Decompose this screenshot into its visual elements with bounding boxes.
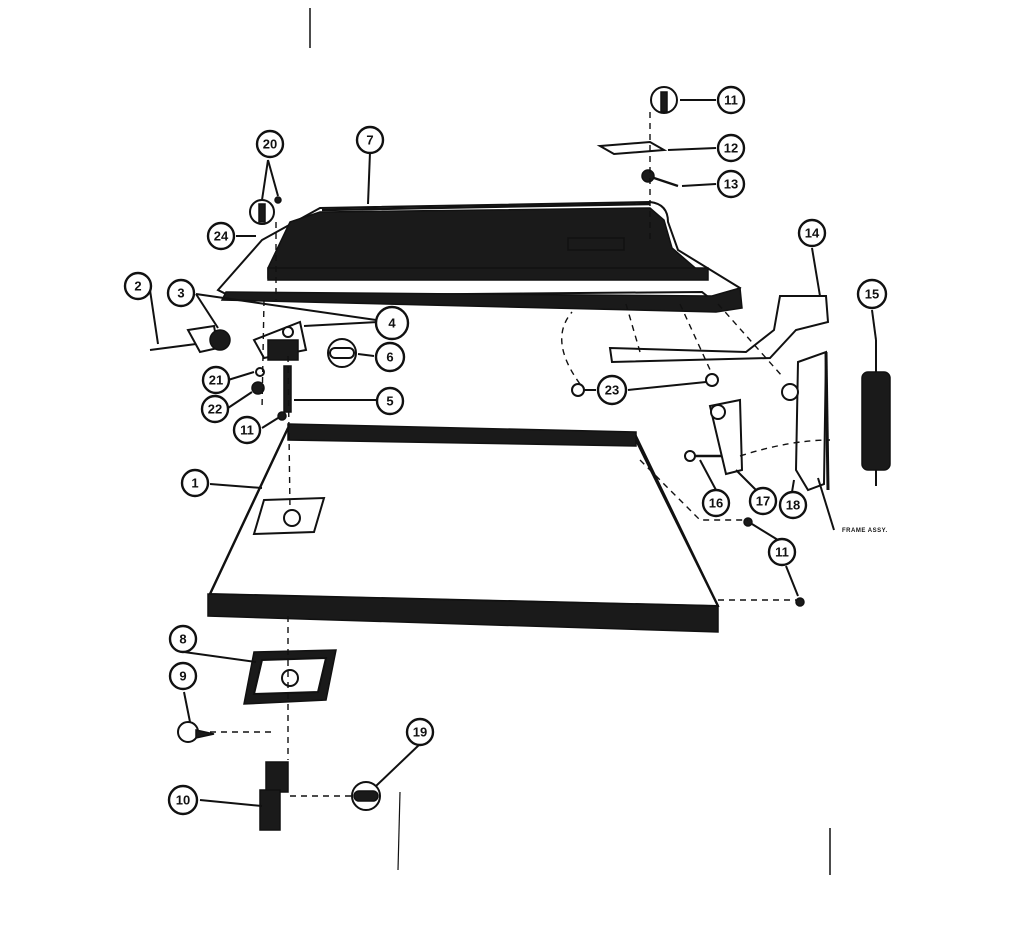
callout-16: 16	[701, 488, 731, 518]
callout-14: 14	[797, 218, 827, 248]
callout-13-label: 13	[724, 177, 738, 192]
plate-12	[596, 140, 668, 156]
screw-11-left	[277, 411, 287, 421]
callout-9-label: 9	[179, 669, 186, 684]
callout-19-label: 19	[413, 725, 427, 740]
callout-7-label: 7	[366, 133, 373, 148]
callout-22-label: 22	[208, 402, 222, 417]
callout-8: 8	[168, 624, 198, 654]
callout-8-label: 8	[179, 632, 186, 647]
callout-17: 17	[748, 486, 778, 516]
washer-21	[255, 367, 265, 377]
callout-16-label: 16	[709, 496, 723, 511]
callout-20-label: 20	[263, 137, 277, 152]
callout-18-label: 18	[786, 498, 800, 513]
screw-11-top	[650, 86, 678, 114]
screw-11-right-b	[795, 597, 805, 607]
callout-22: 22	[200, 394, 230, 424]
callout-11-right: 11	[767, 537, 797, 567]
callout-1: 1	[180, 468, 210, 498]
callout-21-label: 21	[209, 373, 223, 388]
callout-3-label: 3	[177, 286, 184, 301]
bolt-16	[684, 450, 726, 462]
callout-3: 3	[166, 278, 196, 308]
frame-assy-label: FRAME ASSY.	[842, 528, 888, 534]
callout-15: 15	[856, 278, 888, 310]
callout-19: 19	[405, 717, 435, 747]
callout-5: 5	[375, 386, 405, 416]
frame-part	[207, 423, 720, 633]
callout-11-top: 11	[716, 85, 746, 115]
callout-13: 13	[716, 169, 746, 199]
callout-5-label: 5	[386, 394, 393, 409]
tray-8	[243, 649, 337, 705]
callout-12: 12	[716, 133, 746, 163]
clip-13	[641, 169, 679, 188]
nut-22	[251, 381, 265, 395]
callout-15-label: 15	[865, 287, 879, 302]
screw-20	[249, 196, 282, 225]
link-part	[327, 338, 357, 368]
callout-24-label: 24	[214, 229, 229, 244]
callout-14-label: 14	[805, 226, 820, 241]
callout-10-label: 10	[176, 793, 190, 808]
screw-23b	[705, 373, 719, 387]
callout-23: 23	[596, 374, 628, 406]
callout-6: 6	[374, 341, 406, 373]
callout-11-left: 11	[232, 415, 262, 445]
scan-mark-bottom-left	[397, 791, 401, 871]
callout-10: 10	[167, 784, 199, 816]
link-arm-14	[608, 295, 830, 364]
screw-11-right-a	[743, 517, 753, 527]
callout-2: 2	[123, 271, 153, 301]
callout-4: 4	[374, 305, 410, 341]
bracket-17	[708, 398, 744, 476]
callout-11-left-label: 11	[240, 423, 254, 438]
pin-part	[283, 365, 292, 413]
callout-11-top-label: 11	[724, 93, 738, 108]
callout-21: 21	[201, 365, 231, 395]
latch-10	[259, 761, 289, 831]
lid-part	[216, 200, 743, 313]
leader-lines	[149, 99, 877, 807]
screw-9	[177, 721, 215, 743]
frame-assy-18	[781, 350, 830, 492]
callout-2-label: 2	[134, 279, 141, 294]
callout-1-label: 1	[191, 476, 198, 491]
callout-11-right-label: 11	[775, 545, 789, 560]
alignment-lines	[210, 112, 831, 797]
callout-17-label: 17	[756, 494, 770, 509]
callout-6-label: 6	[386, 350, 393, 365]
callout-18: 18	[778, 490, 808, 520]
hinge-knob-part	[149, 324, 231, 354]
callout-7: 7	[355, 125, 385, 155]
pin-19	[351, 781, 381, 811]
callout-20: 20	[255, 129, 285, 159]
spring-15	[861, 340, 891, 486]
hinge-bracket-part	[252, 320, 308, 361]
callout-12-label: 12	[724, 141, 738, 156]
callout-24: 24	[206, 221, 236, 251]
callout-23-label: 23	[605, 383, 619, 398]
callout-9: 9	[168, 661, 198, 691]
screw-23a	[571, 383, 585, 397]
callout-4-label: 4	[388, 316, 396, 331]
